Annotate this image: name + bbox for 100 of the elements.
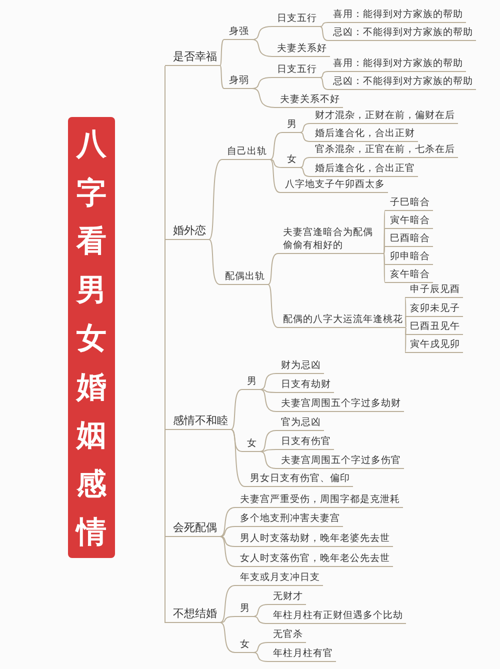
- branch-curve: [220, 39, 224, 66]
- branch-label: 女: [235, 638, 253, 653]
- branch-label: 喜用：能得到对方家族的帮助: [328, 57, 466, 72]
- branch-curve: [320, 71, 328, 78]
- branch-curve: [220, 65, 224, 89]
- branch-label: 财才混杂，正财在前，偏财在后: [310, 109, 458, 124]
- branch-label: 身强: [224, 25, 252, 40]
- branch-curve: [384, 228, 386, 254]
- branch-curve: [404, 297, 406, 328]
- branch-curve: [220, 536, 236, 547]
- branch-curve: [300, 123, 310, 133]
- branch-label: 年支或月支冲日支: [235, 571, 323, 586]
- branch-label: 配偶出轨: [220, 270, 268, 285]
- branch-curve: [260, 373, 276, 390]
- branch-curve: [252, 77, 272, 89]
- branch-label: 财为忌凶: [276, 359, 324, 374]
- branch-label: 官为忌凶: [276, 416, 324, 431]
- branch-curve: [404, 327, 406, 335]
- branch-label: 喜用：能得到对方家族的帮助: [328, 8, 466, 23]
- branch-label: 男: [235, 602, 253, 617]
- branch-label: 申子辰见酉: [405, 283, 463, 298]
- branch-curve: [260, 430, 276, 452]
- branch-label: 卯申暗合: [385, 250, 433, 265]
- trunk-line: [164, 536, 166, 624]
- branch-label: 日支五行: [272, 12, 320, 27]
- branch-curve: [260, 451, 276, 469]
- branch-label: 婚后逢合化，合出正财: [310, 127, 418, 142]
- branch-label: 婚后逢合化，合出正官: [310, 162, 418, 177]
- branch-curve: [252, 604, 268, 617]
- branch-label: 夫妻宫周围五个字过多劫财: [276, 397, 404, 412]
- branch-label: 年柱月柱有正财但遇多个比劫: [268, 609, 406, 624]
- branch-curve: [300, 157, 310, 168]
- branch-curve: [268, 284, 278, 328]
- branch-label: 夫妻宫周围五个字过多伤官: [276, 454, 404, 469]
- branch-label: 夫妻宫逢暗合为配偶偷偷有相好的: [278, 226, 384, 254]
- branch-label: 男人时支落劫财，晚年老婆先去世: [235, 532, 393, 547]
- branch-label: 年柱月柱有官: [268, 647, 336, 662]
- branch-curve: [270, 132, 282, 160]
- branch-label: 女: [242, 437, 260, 452]
- branch-curve: [252, 39, 272, 57]
- branch-label: 日支五行: [272, 63, 320, 78]
- branch-curve: [208, 159, 222, 240]
- branch-curve: [404, 327, 406, 353]
- branch-curve: [270, 159, 282, 168]
- branch-curve: [260, 389, 276, 393]
- branch-label: 女人时支落伤官，晚年老公先去世: [235, 552, 393, 567]
- branch-curve: [320, 77, 328, 90]
- branch-curve: [270, 159, 280, 193]
- branch-label: 忌凶：不能得到对方家族的帮助: [328, 26, 476, 41]
- branch-curve: [230, 429, 242, 452]
- branch-label: 巳酉丑见午: [405, 320, 463, 335]
- branch-label: 男女日支有伤官、偏印: [245, 472, 353, 487]
- branch-label: 会死配偶: [165, 520, 220, 537]
- branch-curve: [252, 88, 276, 108]
- branch-label: 男: [282, 118, 300, 133]
- branch-label: 夫妻关系好: [272, 42, 330, 57]
- branch-label: 女: [282, 153, 300, 168]
- branch-curve: [220, 507, 236, 537]
- branch-label: 八字地支子午卯酉太多: [280, 178, 388, 193]
- branch-label: 夫妻宫严重受伤，周围字都是克泄耗: [235, 493, 403, 508]
- branch-curve: [384, 253, 386, 283]
- branch-curve: [230, 429, 246, 487]
- trunk-line: [164, 430, 166, 538]
- branch-curve: [268, 253, 278, 285]
- branch-label: 不想结婚: [165, 606, 220, 623]
- branch-label: 寅午暗合: [385, 214, 433, 229]
- branch-label: 亥午暗合: [385, 268, 433, 283]
- branch-label: 亥卯未见子: [405, 302, 463, 317]
- branch-label: 感情不和睦: [165, 413, 231, 430]
- branch-label: 忌凶：不能得到对方家族的帮助: [328, 75, 476, 90]
- branch-curve: [220, 616, 236, 623]
- branch-label: 无财才: [268, 590, 306, 605]
- branch-label: 日支有伤官: [276, 435, 334, 450]
- branch-curve: [220, 585, 236, 623]
- branch-curve: [260, 389, 276, 412]
- branch-label: 巳酉暗合: [385, 232, 433, 247]
- branch-curve: [260, 449, 276, 452]
- branch-label: 是否幸福: [165, 49, 220, 66]
- trunk-line: [164, 66, 166, 240]
- branch-curve: [252, 616, 268, 624]
- branch-curve: [300, 167, 310, 177]
- branch-label: 男: [242, 375, 260, 390]
- branch-label: 寅午戌见卯: [405, 338, 463, 353]
- branch-curve: [252, 642, 268, 653]
- branch-curve: [252, 26, 272, 40]
- branch-curve: [208, 239, 220, 285]
- branch-label: 配偶的八字大运流年逢桃花: [278, 313, 406, 328]
- branch-label: 自己出轨: [222, 145, 270, 160]
- branch-label: 多个地支刑冲害夫妻宫: [235, 512, 343, 527]
- branch-curve: [220, 536, 236, 567]
- branch-label: 子巳暗合: [385, 196, 433, 211]
- branch-curve: [300, 132, 310, 142]
- branch-label: 夫妻关系不好: [275, 93, 343, 108]
- branch-curve: [220, 622, 236, 653]
- branch-curve: [252, 652, 268, 662]
- branch-label: 日支有劫财: [276, 378, 334, 393]
- title-banner: 八字看男女婚姻感情: [68, 117, 115, 558]
- branch-curve: [320, 22, 328, 27]
- branch-label: 身弱: [224, 74, 252, 89]
- branch-label: 官杀混杂，正官在前，七杀在后: [310, 143, 458, 158]
